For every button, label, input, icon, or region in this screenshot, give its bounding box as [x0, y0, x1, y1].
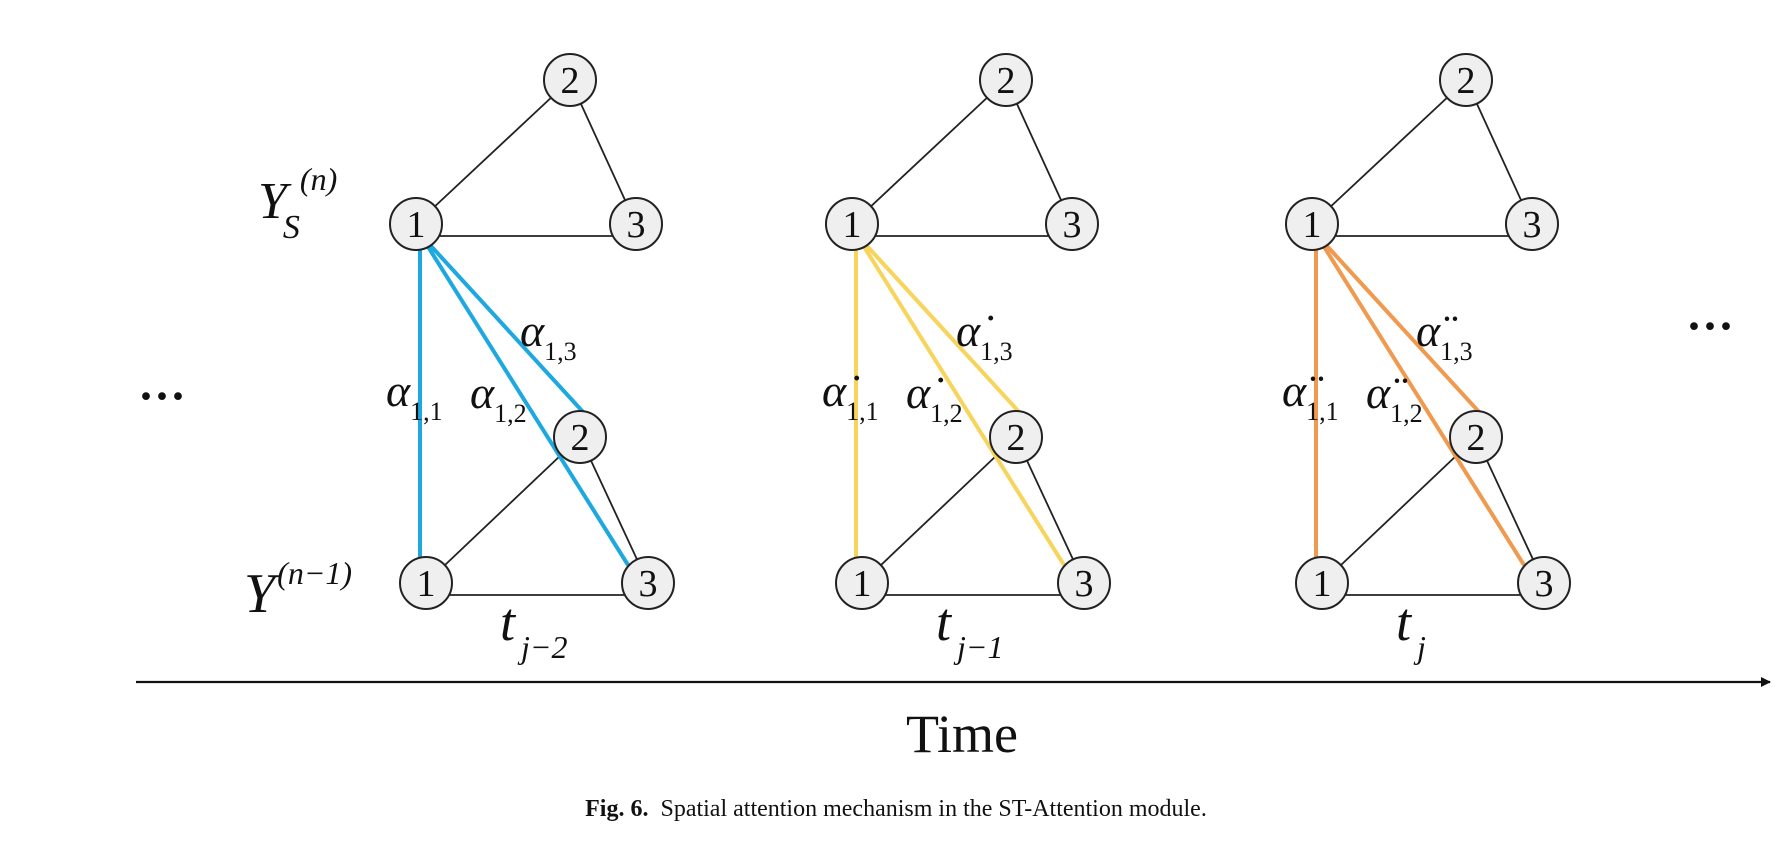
- weight-symbol: α: [520, 305, 545, 356]
- row-label-top: YS(n): [258, 161, 337, 246]
- weight-tj-1-1-1: α̇1,1: [822, 365, 879, 426]
- top-node-1-circle: [1285, 197, 1339, 251]
- row-label-bottom: Y(n−1): [244, 555, 352, 625]
- attention-edge-1-2-target: [854, 232, 1022, 415]
- bottom-node-3-circle: [621, 556, 675, 610]
- caption-label: Fig. 6.: [585, 796, 649, 822]
- bottom-node-2-label: 2: [571, 417, 590, 459]
- time-base: t: [1396, 592, 1413, 652]
- weight-subscript: 1,2: [494, 399, 527, 428]
- edge-top-1-2: [1311, 79, 1467, 225]
- weight-symbol: α: [386, 365, 411, 416]
- edge-top-1-2: [415, 79, 571, 225]
- time-subscript: j: [1413, 629, 1426, 665]
- top-node-2-circle: [979, 53, 1033, 107]
- attention-edge-1-2-target: [418, 232, 586, 415]
- bottom-node-1-label: 1: [417, 563, 436, 605]
- bottom-node-1-label: 1: [1313, 563, 1332, 605]
- weight-tj-1-1-3: α̇1,3: [956, 305, 1013, 366]
- bottom-node-3-label: 3: [1075, 563, 1094, 605]
- weight-subscript: 1,2: [930, 399, 963, 428]
- weight-tj-1-1-2: α̇1,2: [906, 367, 963, 428]
- weight-subscript: 1,3: [544, 337, 577, 366]
- bottom-node-3-circle: [1517, 556, 1571, 610]
- row-label-top-sub: S: [283, 209, 300, 246]
- time-subscript: j−2: [517, 629, 567, 665]
- weight-subscript: 1,1: [1306, 397, 1339, 426]
- weight-tj-2-1-1: α1,1: [386, 365, 443, 426]
- caption-text: Spatial attention mechanism in the ST-At…: [660, 796, 1207, 822]
- bottom-node-1-circle: [399, 556, 453, 610]
- bottom-node-2-label: 2: [1007, 417, 1026, 459]
- attention-edge-1-3: [418, 232, 630, 567]
- top-node-1-label: 1: [843, 204, 862, 246]
- time-axis-label: Time: [906, 704, 1018, 764]
- weight-tj-2-1-3: α1,3: [520, 305, 577, 366]
- top-node-3-label: 3: [627, 204, 646, 246]
- edge-bottom-1-2: [1321, 436, 1477, 584]
- weight-subscript: 1,1: [846, 397, 879, 426]
- bottom-node-1-circle: [1295, 556, 1349, 610]
- top-node-3-label: 3: [1523, 204, 1542, 246]
- top-node-1-circle: [389, 197, 443, 251]
- bottom-node-3-label: 3: [1535, 563, 1554, 605]
- ellipsis-right: ···: [1686, 300, 1734, 353]
- weight-symbol: α: [470, 367, 495, 418]
- bottom-node-2-circle: [1449, 410, 1503, 464]
- top-node-3-label: 3: [1063, 204, 1082, 246]
- top-node-2-label: 2: [561, 60, 580, 102]
- top-node-2-label: 2: [997, 60, 1016, 102]
- top-node-3-circle: [1045, 197, 1099, 251]
- time-subscript: j−1: [953, 629, 1003, 665]
- bottom-node-2-circle: [989, 410, 1043, 464]
- row-label-top-base: Y: [258, 173, 292, 230]
- weight-tj-1-2: α̈1,2: [1366, 367, 1423, 428]
- top-node-3-circle: [1505, 197, 1559, 251]
- top-node-3-circle: [609, 197, 663, 251]
- weight-tj-1-1: α̈1,1: [1282, 365, 1339, 426]
- time-base: t: [936, 592, 953, 652]
- bottom-node-1-label: 1: [853, 563, 872, 605]
- attention-edge-1-2-target: [1314, 232, 1482, 415]
- top-node-2-label: 2: [1457, 60, 1476, 102]
- attention-edge-1-3: [854, 232, 1066, 567]
- weight-subscript: 1,1: [410, 397, 443, 426]
- edge-top-1-2: [851, 79, 1007, 225]
- weight-tj-2-1-2: α1,2: [470, 367, 527, 428]
- top-node-2-circle: [543, 53, 597, 107]
- top-node-1-label: 1: [1303, 204, 1322, 246]
- top-node-1-circle: [825, 197, 879, 251]
- weight-subscript: 1,3: [1440, 337, 1473, 366]
- attention-edge-1-3: [1314, 232, 1526, 567]
- bottom-node-3-label: 3: [639, 563, 658, 605]
- bottom-node-3-circle: [1057, 556, 1111, 610]
- top-node-1-label: 1: [407, 204, 426, 246]
- weight-subscript: 1,3: [980, 337, 1013, 366]
- row-label-top-sup: (n): [300, 161, 337, 197]
- bottom-node-2-label: 2: [1467, 417, 1486, 459]
- edge-bottom-1-2: [861, 436, 1017, 584]
- top-node-2-circle: [1439, 53, 1493, 107]
- row-label-bottom-sup: (n−1): [277, 555, 352, 591]
- figure-caption: Fig. 6. Spatial attention mechanism in t…: [0, 796, 1792, 823]
- edge-bottom-1-2: [425, 436, 581, 584]
- time-base: t: [500, 592, 517, 652]
- row-label-bottom-base: Y: [244, 563, 281, 625]
- weight-tj-1-3: α̈1,3: [1416, 305, 1473, 366]
- bottom-node-1-circle: [835, 556, 889, 610]
- ellipsis-left: ···: [138, 370, 186, 423]
- weight-subscript: 1,2: [1390, 399, 1423, 428]
- bottom-node-2-circle: [553, 410, 607, 464]
